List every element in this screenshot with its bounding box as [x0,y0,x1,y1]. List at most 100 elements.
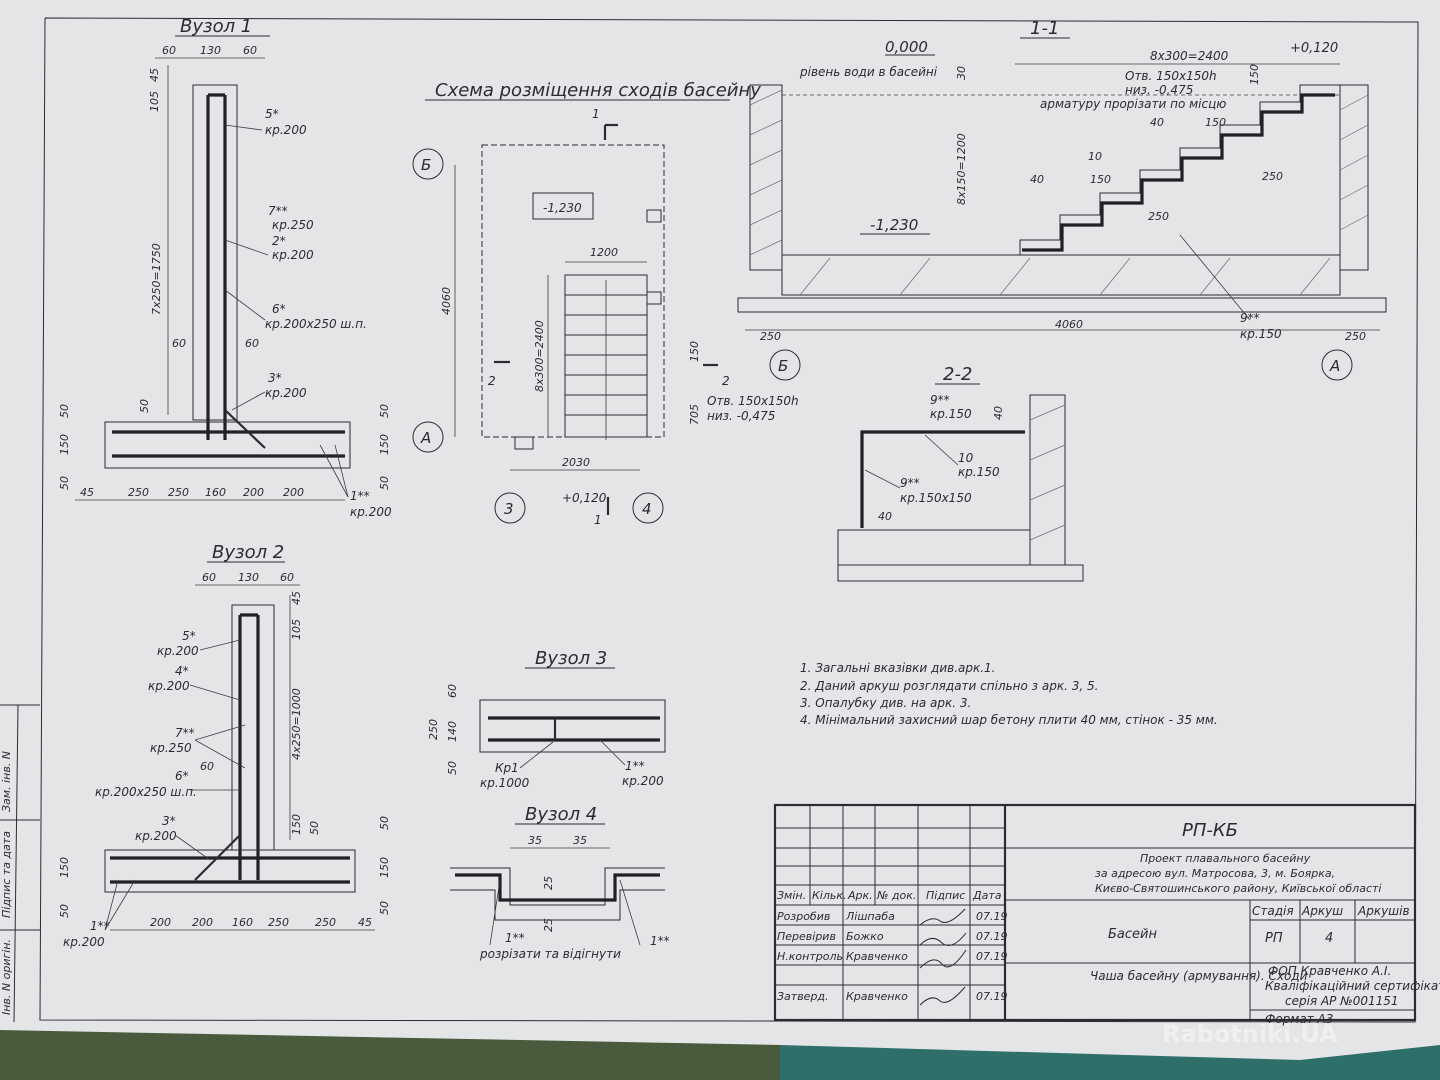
svg-text:Лішпаба: Лішпаба [845,910,895,923]
svg-text:50: 50 [58,904,71,918]
svg-text:40: 40 [878,510,892,523]
svg-text:Н.контроль: Н.контроль [777,950,843,963]
svg-text:4060: 4060 [440,287,453,315]
svg-text:1**: 1** [90,919,110,933]
drawing-frame [39,17,1419,1023]
svg-text:5*: 5* [265,107,279,121]
svg-text:140: 140 [446,721,459,742]
node-3: Вузол 3 60 250 140 50 Кр1 кр.1000 1** кр… [427,648,666,790]
svg-text:3: 3 [504,500,514,518]
svg-text:Затверд.: Затверд. [777,990,829,1003]
node4-title: Вузол 4 [525,804,597,825]
svg-text:40: 40 [1030,173,1044,186]
signature-4 [919,986,966,1006]
svg-text:35: 35 [528,834,542,847]
svg-text:Отв. 150x150h: Отв. 150x150h [707,394,799,408]
svg-text:кр.200: кр.200 [622,774,664,788]
stamp-code: РП-КБ [1182,820,1238,841]
svg-text:Стадія: Стадія [1252,904,1294,918]
strip-replace: Зам. інв. N [0,751,13,812]
svg-text:Божко: Божко [846,930,884,943]
svg-text:Кваліфікаційний сертифікат: Кваліфікаційний сертифікат [1265,979,1440,993]
svg-text:7**: 7** [175,726,195,740]
svg-text:Чаша басейну (армування). Сход: Чаша басейну (армування). Сходи [1090,969,1308,983]
svg-text:арматуру прорізати по місцю: арматуру прорізати по місцю [1040,97,1226,111]
svg-text:150: 150 [378,434,391,455]
side-strip: Інв. N оригін. Підпис та дата Зам. інв. … [0,704,40,1023]
svg-text:60: 60 [446,684,459,698]
watermark: Rabotniki.UA [1162,1020,1338,1048]
svg-text:25: 25 [542,876,555,890]
svg-text:3*: 3* [268,371,282,385]
svg-text:35: 35 [573,834,587,847]
svg-text:1: 1 [592,107,600,121]
svg-text:Перевірив: Перевірив [777,930,836,943]
svg-text:1**: 1** [350,489,370,503]
svg-text:1: 1 [594,513,602,527]
svg-text:Проект плавального басейну: Проект плавального басейну [1140,852,1311,865]
svg-text:50: 50 [378,476,391,490]
svg-text:130: 130 [200,44,221,57]
svg-text:200: 200 [243,486,264,499]
svg-text:50: 50 [138,399,151,413]
svg-text:кр.200: кр.200 [63,935,105,949]
svg-text:+0,120: +0,120 [1290,41,1338,56]
svg-text:07.19: 07.19 [976,990,1008,1003]
note-3: 3. Опалубку див. на арк. 3. [800,696,971,710]
svg-text:№ док.: № док. [876,889,916,902]
svg-text:50: 50 [378,404,391,418]
svg-text:9**: 9** [1240,311,1260,325]
general-notes: 1. Загальні вказівки див.арк.1. 2. Даний… [800,661,1218,727]
svg-text:Арк.: Арк. [847,889,873,902]
svg-text:150: 150 [58,434,71,455]
svg-text:А: А [1329,357,1340,375]
svg-text:кр.200x250 ш.п.: кр.200x250 ш.п. [265,317,367,331]
svg-text:250: 250 [1345,330,1366,343]
svg-text:ФОП Кравченко А.І.: ФОП Кравченко А.І. [1268,964,1391,978]
stairs-scheme: Схема розміщення сходів басейну -1,230 1… [412,80,799,527]
svg-text:-1,230: -1,230 [870,216,918,234]
svg-text:60: 60 [243,44,257,57]
node3-title: Вузол 3 [535,648,607,669]
svg-text:4*: 4* [175,664,189,678]
svg-text:+0,120: +0,120 [562,491,607,505]
section11-title: 1-1 [1030,18,1059,39]
svg-text:30: 30 [955,66,968,80]
svg-text:Підпис: Підпис [926,889,965,902]
signature-2 [919,932,967,946]
svg-text:60: 60 [280,571,294,584]
svg-text:Аркушів: Аркушів [1357,904,1410,918]
svg-text:705: 705 [688,404,701,425]
svg-text:2: 2 [722,374,730,388]
svg-text:Аркуш: Аркуш [1301,904,1343,918]
svg-text:Б: Б [778,357,788,375]
svg-text:2*: 2* [272,234,286,248]
signature-1 [919,908,966,926]
scheme-title: Схема розміщення сходів басейну [435,80,761,101]
node-4: Вузол 4 35 35 25 25 1** 1** розрізати та… [450,804,670,961]
svg-text:10: 10 [958,451,974,465]
svg-text:160: 160 [232,916,253,929]
svg-text:07.19: 07.19 [976,950,1008,963]
svg-text:Розробив: Розробив [777,910,830,923]
node-2: Вузол 2 60 130 60 45 105 4x250=1000 150 … [58,542,391,949]
svg-text:кр.200x250 ш.п.: кр.200x250 ш.п. [95,785,197,799]
svg-text:40: 40 [992,406,1005,420]
svg-text:250: 250 [268,916,289,929]
svg-text:Кравченко: Кравченко [846,990,908,1003]
svg-text:кр.250: кр.250 [272,218,314,232]
svg-text:Б: Б [421,156,431,174]
svg-text:7**: 7** [268,204,288,218]
node1-title: Вузол 1 [180,16,252,37]
svg-text:250: 250 [168,486,189,499]
svg-text:250: 250 [760,330,781,343]
svg-text:45: 45 [148,68,161,82]
svg-text:200: 200 [150,916,171,929]
section-1-1: 1-1 0,000 рівень води в басейні [737,18,1387,381]
svg-text:40: 40 [1150,116,1164,129]
svg-text:150: 150 [1205,116,1226,129]
svg-text:серія АР №001151: серія АР №001151 [1285,994,1399,1008]
svg-text:60: 60 [200,760,214,773]
